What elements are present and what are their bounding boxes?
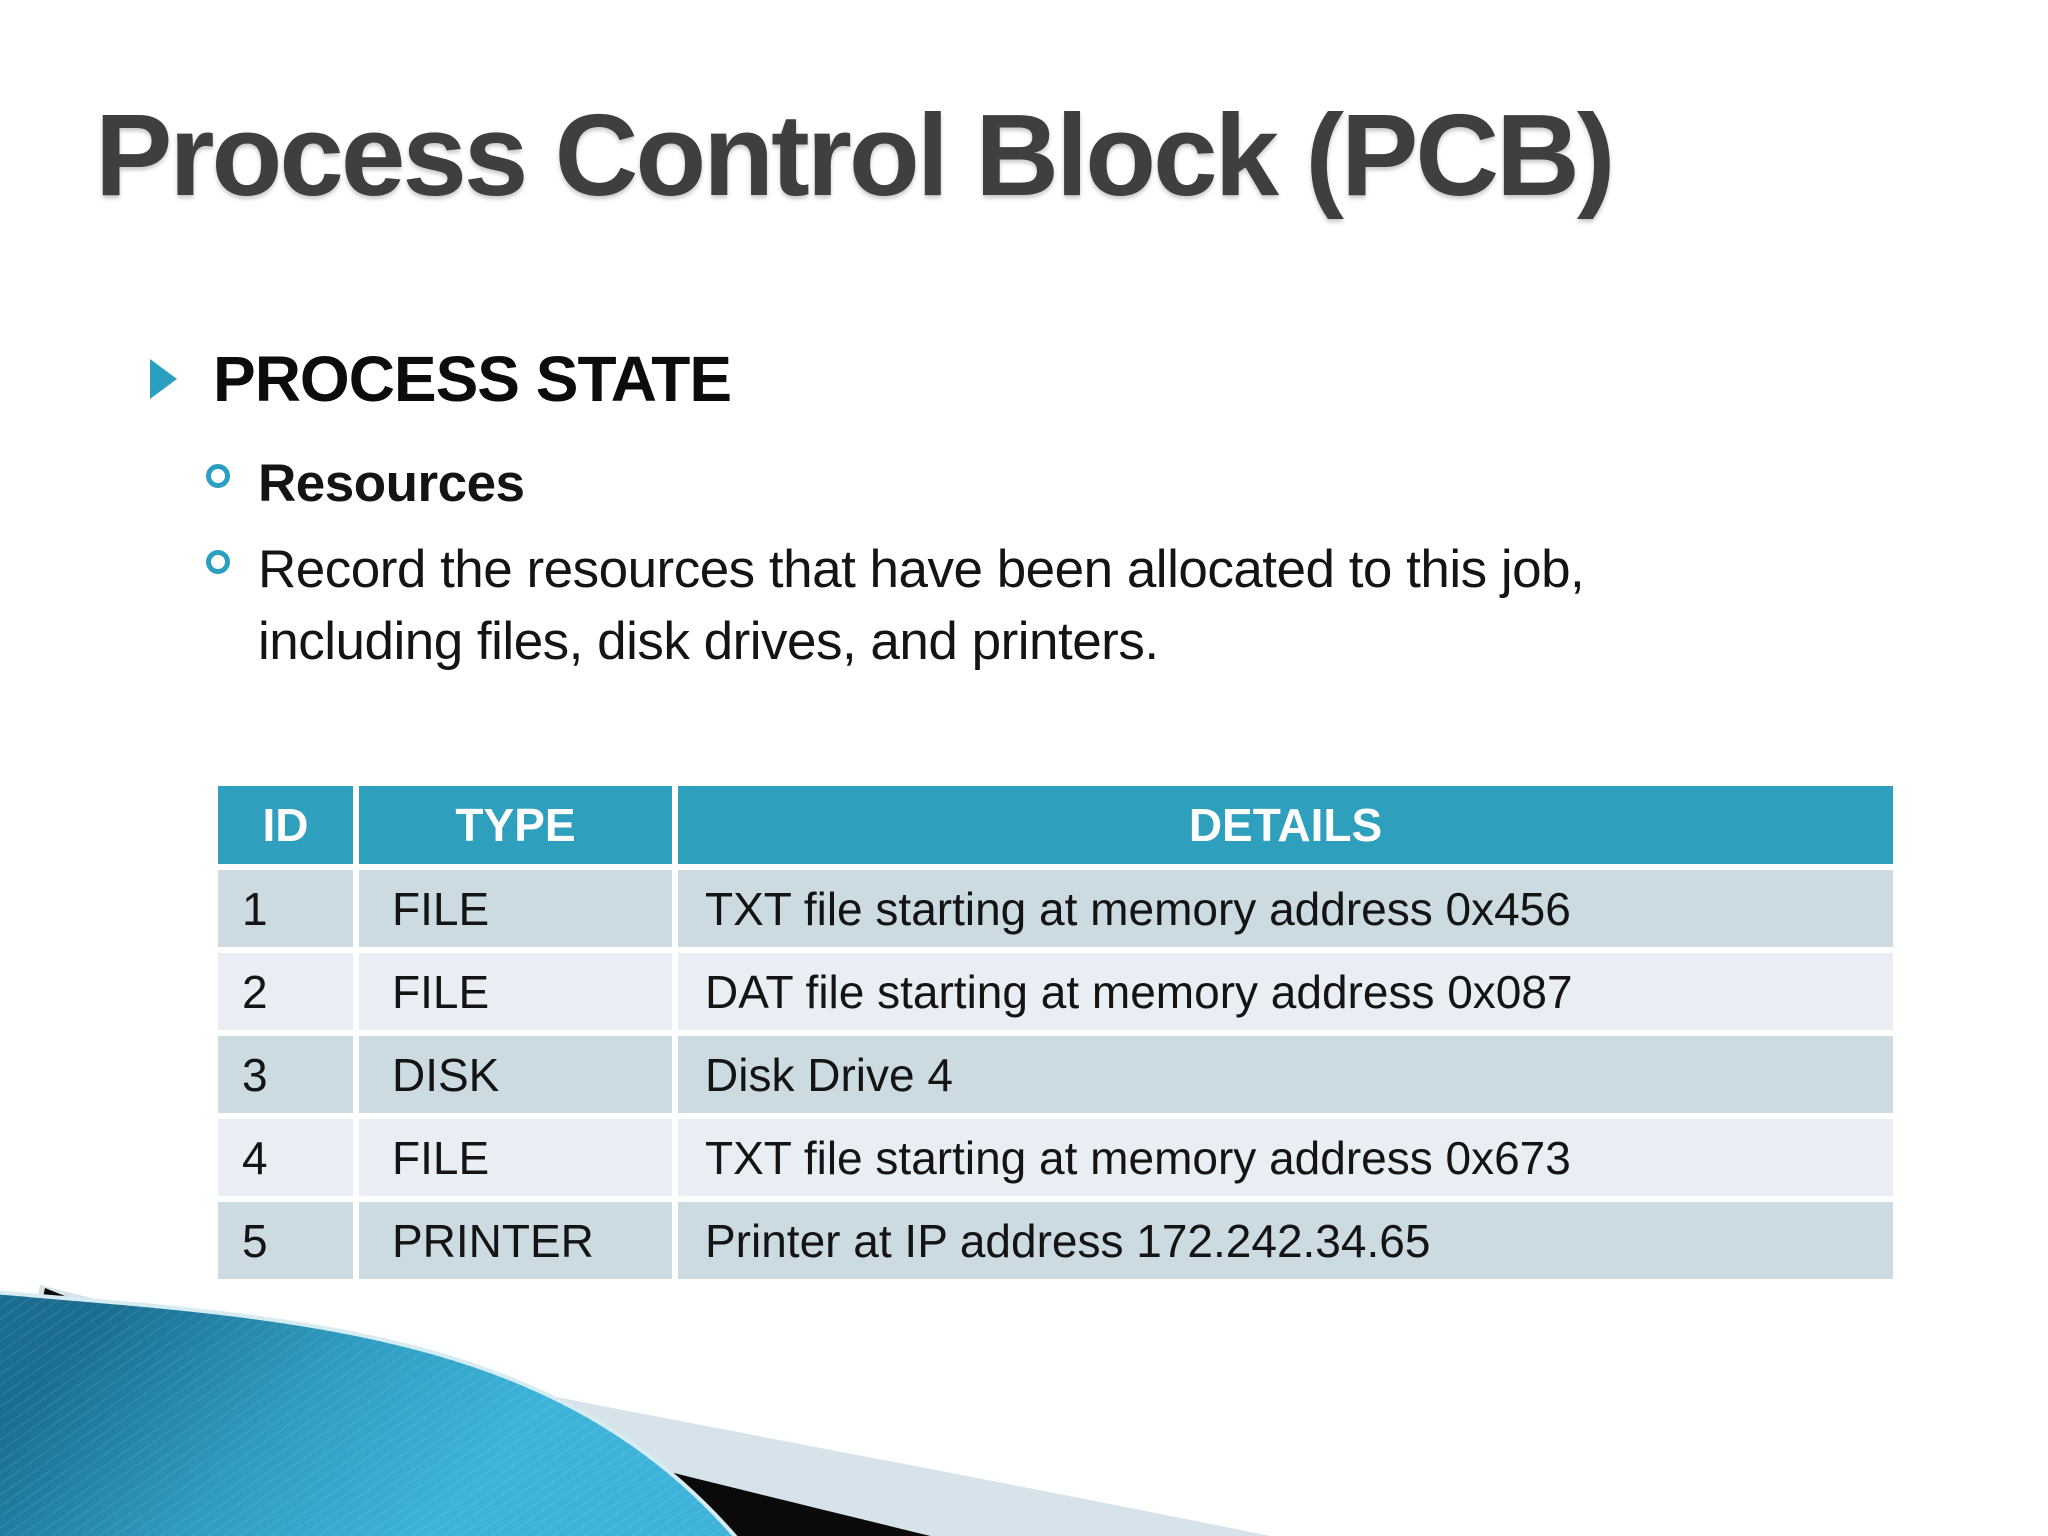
table-cell-details: Disk Drive 4	[678, 1036, 1893, 1113]
swoosh-teal-texture	[0, 1292, 735, 1536]
table-cell-id: 2	[218, 953, 353, 1030]
sub-bullet-label: Record the resources that have been allo…	[258, 540, 1585, 672]
sub-bullet-label: Resources	[258, 454, 525, 513]
table-cell-id: 5	[218, 1202, 353, 1279]
table-header-type: TYPE	[359, 786, 672, 864]
table-header-id: ID	[218, 786, 353, 864]
table-cell-type: FILE	[359, 953, 672, 1030]
table-cell-id: 4	[218, 1119, 353, 1196]
table-cell-details: TXT file starting at memory address 0x67…	[678, 1119, 1893, 1196]
table-cell-id: 3	[218, 1036, 353, 1113]
swoosh-black-shape	[0, 1288, 931, 1536]
swoosh-light-shape	[0, 1285, 1271, 1536]
table-cell-details: TXT file starting at memory address 0x45…	[678, 870, 1893, 947]
swoosh-teal-shape	[0, 1290, 738, 1536]
main-bullet-label: PROCESS STATE	[213, 343, 732, 415]
sub-bullet-resources: Resources	[206, 448, 525, 520]
table-cell-id: 1	[218, 870, 353, 947]
table-cell-type: DISK	[359, 1036, 672, 1113]
table-cell-type: PRINTER	[359, 1202, 672, 1279]
slide-title: Process Control Block (PCB)	[95, 90, 1616, 220]
resources-table: ID TYPE DETAILS 1 FILE TXT file starting…	[218, 786, 1893, 1279]
table-cell-type: FILE	[359, 1119, 672, 1196]
table-cell-type: FILE	[359, 870, 672, 947]
circle-bullet-icon	[206, 464, 230, 488]
table-header-details: DETAILS	[678, 786, 1893, 864]
triangle-bullet-icon	[150, 359, 177, 399]
table-cell-details: DAT file starting at memory address 0x08…	[678, 953, 1893, 1030]
main-bullet-item: PROCESS STATE	[150, 342, 732, 416]
sub-bullet-record: Record the resources that have been allo…	[206, 534, 1738, 678]
circle-bullet-icon	[206, 550, 230, 574]
table-cell-details: Printer at IP address 172.242.34.65	[678, 1202, 1893, 1279]
